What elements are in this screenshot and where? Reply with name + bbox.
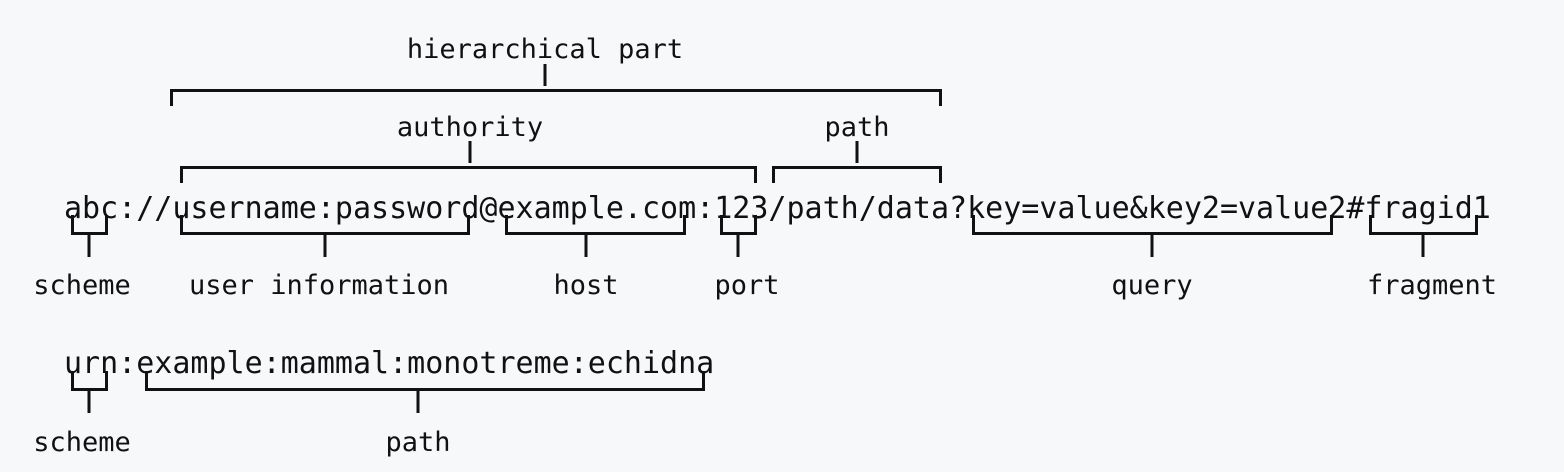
label-urn-path: path xyxy=(385,427,451,458)
bracket-rule xyxy=(1369,232,1478,235)
bracket-tick-right xyxy=(754,166,757,183)
bracket-tick-right xyxy=(939,89,942,106)
bracket-tick-right xyxy=(105,215,108,232)
label-urn-scheme: scheme xyxy=(33,427,131,458)
bracket-tick-left xyxy=(1369,215,1372,232)
bracket-tick-left xyxy=(71,215,74,232)
bracket-stem xyxy=(855,141,859,163)
label-user-information: user information xyxy=(188,270,450,301)
bracket-rule xyxy=(170,89,942,92)
bracket-rule xyxy=(145,388,705,391)
bracket-rule xyxy=(505,232,686,235)
label-path-top: path xyxy=(824,112,890,143)
bracket-stem xyxy=(736,235,740,257)
bracket-stem xyxy=(543,64,547,86)
bracket-rule xyxy=(180,232,470,235)
bracket-stem xyxy=(87,391,91,413)
label-scheme: scheme xyxy=(33,270,131,301)
label-hierarchical-part: hierarchical part xyxy=(406,34,684,65)
urn-example-string: urn:example:mammal:monotreme:echidna xyxy=(64,346,715,381)
bracket-tick-left xyxy=(972,215,975,232)
uri-example-string: abc://username:password@example.com:123/… xyxy=(64,191,1491,226)
label-query: query xyxy=(1111,270,1193,301)
bracket-tick-right xyxy=(105,371,108,388)
bracket-tick-right xyxy=(1330,215,1333,232)
bracket-tick-right xyxy=(1475,215,1478,232)
bracket-tick-left xyxy=(505,215,508,232)
label-port: port xyxy=(714,270,780,301)
bracket-rule xyxy=(772,166,942,169)
bracket-stem xyxy=(584,235,588,257)
bracket-stem xyxy=(468,141,472,163)
bracket-tick-right xyxy=(939,166,942,183)
bracket-stem xyxy=(87,235,91,257)
bracket-tick-left xyxy=(772,166,775,183)
label-fragment: fragment xyxy=(1366,270,1498,301)
bracket-tick-left xyxy=(71,371,74,388)
bracket-tick-right xyxy=(702,371,705,388)
bracket-stem xyxy=(1150,235,1154,257)
bracket-tick-left xyxy=(180,215,183,232)
bracket-stem xyxy=(416,391,420,413)
bracket-rule xyxy=(972,232,1333,235)
label-authority: authority xyxy=(396,112,544,143)
bracket-stem xyxy=(1421,235,1425,257)
bracket-tick-right xyxy=(754,215,757,232)
bracket-tick-left xyxy=(170,89,173,106)
bracket-tick-left xyxy=(145,371,148,388)
label-host: host xyxy=(553,270,619,301)
bracket-rule xyxy=(71,232,108,235)
bracket-rule xyxy=(180,166,757,169)
bracket-tick-right xyxy=(683,215,686,232)
bracket-stem xyxy=(323,235,327,257)
bracket-rule xyxy=(71,388,108,391)
bracket-tick-left xyxy=(720,215,723,232)
bracket-tick-left xyxy=(180,166,183,183)
bracket-tick-right xyxy=(467,215,470,232)
bracket-rule xyxy=(720,232,757,235)
